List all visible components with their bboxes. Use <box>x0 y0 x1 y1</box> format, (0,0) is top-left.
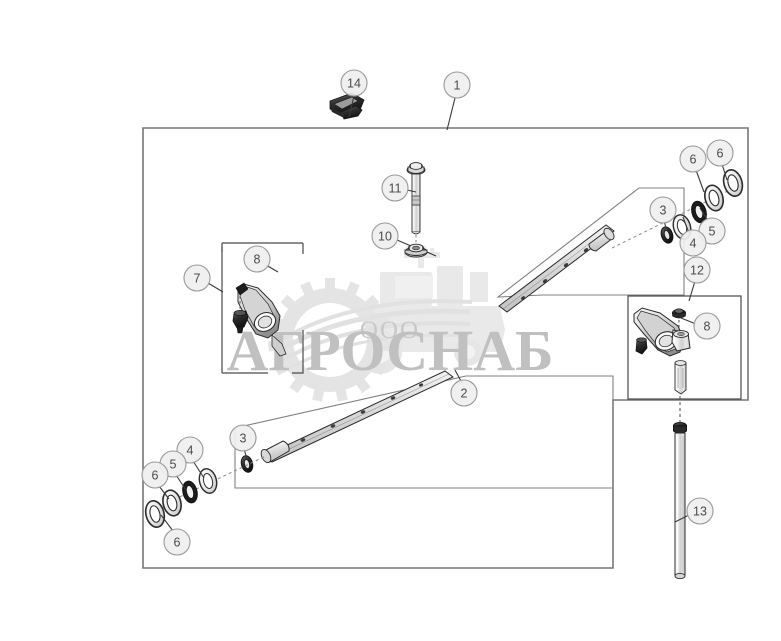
callout-5-seal-lower-leader <box>175 474 187 491</box>
callout-11-flange-bolt[interactable]: 11 <box>381 174 409 202</box>
callout-6-washer-lower-inner-bubble[interactable] <box>141 461 169 489</box>
part-10-flange-nut <box>404 243 437 258</box>
callout-7-rocker-arm-left-leader <box>207 282 224 293</box>
callout-8-grease-fitting-right-bubble[interactable] <box>693 312 721 340</box>
callout-6-washer-upper-inner-bubble[interactable] <box>679 145 707 173</box>
callout-2-rocker-shaft-lower[interactable]: 2 <box>450 379 478 407</box>
callout-6-washer-upper-outer[interactable]: 6 <box>706 139 734 167</box>
callout-13-push-rod[interactable]: 13 <box>686 497 714 525</box>
callout-8-grease-fitting-left[interactable]: 8 <box>243 245 271 273</box>
callout-6-washer-lower-inner[interactable]: 6 <box>141 461 169 489</box>
part-2-rocker-shaft-lower <box>260 370 454 464</box>
callout-12-rocker-arm-right-bubble[interactable] <box>683 256 711 284</box>
callout-8-grease-fitting-right[interactable]: 8 <box>693 312 721 340</box>
part-6-washer-upper-inner <box>704 184 724 212</box>
part-4-washer-lower <box>198 468 218 494</box>
part-7-rocker-arm-left <box>235 282 287 357</box>
part-3-bushing-upper <box>660 226 674 244</box>
callout-4-washer-upper-leader <box>682 216 690 234</box>
callout-13-push-rod-bubble[interactable] <box>686 497 714 525</box>
callout-14-bracket-leader <box>348 95 355 118</box>
callout-6-washer-upper-inner[interactable]: 6 <box>679 145 707 173</box>
callout-8-grease-fitting-left-bubble[interactable] <box>243 245 271 273</box>
callout-6-washer-lower-inner-leader <box>158 485 170 500</box>
callout-7-rocker-arm-left-bubble[interactable] <box>183 264 211 292</box>
part-12-rocker-arm-right <box>633 307 691 357</box>
rocker-arm-left-detail-box <box>221 242 304 374</box>
part-13-push-rod <box>672 421 688 580</box>
callout-14-bracket[interactable]: 14 <box>340 69 368 97</box>
callout-11-flange-bolt-bubble[interactable] <box>381 174 409 202</box>
callout-1-assembly-bubble[interactable] <box>443 71 471 99</box>
part-6-washer-upper-outer <box>722 169 744 197</box>
watermark-org-text: ООО <box>360 317 420 344</box>
callout-4-washer-upper-bubble[interactable] <box>679 229 707 257</box>
part-14-mounting-bracket <box>329 92 365 120</box>
callout-6-washer-upper-inner-leader <box>695 169 705 193</box>
callout-12-rocker-arm-right-leader <box>688 280 696 302</box>
callout-6-washer-lower-outer-bubble[interactable] <box>163 528 191 556</box>
callout-3-bushing-lower-bubble[interactable] <box>229 424 257 452</box>
callout-3-bushing-upper[interactable]: 3 <box>649 196 677 224</box>
lower-rocker-shaft-panel <box>234 375 614 489</box>
part-6-washer-lower-outer <box>144 500 166 528</box>
callout-4-washer-upper[interactable]: 4 <box>679 229 707 257</box>
callout-3-bushing-lower[interactable]: 3 <box>229 424 257 452</box>
callout-6-washer-lower-outer[interactable]: 6 <box>163 528 191 556</box>
callout-3-bushing-upper-bubble[interactable] <box>649 196 677 224</box>
callout-6-washer-upper-outer-leader <box>721 163 728 181</box>
part-8-grease-fitting-left <box>232 310 249 334</box>
part-11-flange-bolt <box>406 162 426 235</box>
callout-10-flange-nut-leader <box>396 239 412 247</box>
callout-8-grease-fitting-right-leader <box>680 317 697 325</box>
callout-14-bracket-bubble[interactable] <box>340 69 368 97</box>
callout-6-washer-upper-outer-bubble[interactable] <box>706 139 734 167</box>
part-1-rocker-shaft-upper <box>498 224 615 313</box>
callout-12-rocker-arm-right[interactable]: 12 <box>683 256 711 284</box>
callout-10-flange-nut[interactable]: 10 <box>371 222 399 250</box>
callout-13-push-rod-leader <box>674 514 690 523</box>
part-5-seal-lower <box>182 480 198 504</box>
part-bushing-right-box <box>674 360 687 395</box>
rocker-arm-right-detail-box <box>627 295 742 400</box>
callout-4-washer-lower-leader <box>192 460 205 479</box>
callout-6-washer-lower-outer-leader <box>160 514 174 532</box>
callout-1-assembly-leader <box>446 97 456 131</box>
callout-11-flange-bolt-leader <box>406 189 417 193</box>
callout-1-assembly[interactable]: 1 <box>443 71 471 99</box>
callout-7-rocker-arm-left[interactable]: 7 <box>183 264 211 292</box>
callout-10-flange-nut-bubble[interactable] <box>371 222 399 250</box>
callout-2-rocker-shaft-lower-bubble[interactable] <box>450 379 478 407</box>
part-8-grease-fitting-right <box>672 308 687 319</box>
